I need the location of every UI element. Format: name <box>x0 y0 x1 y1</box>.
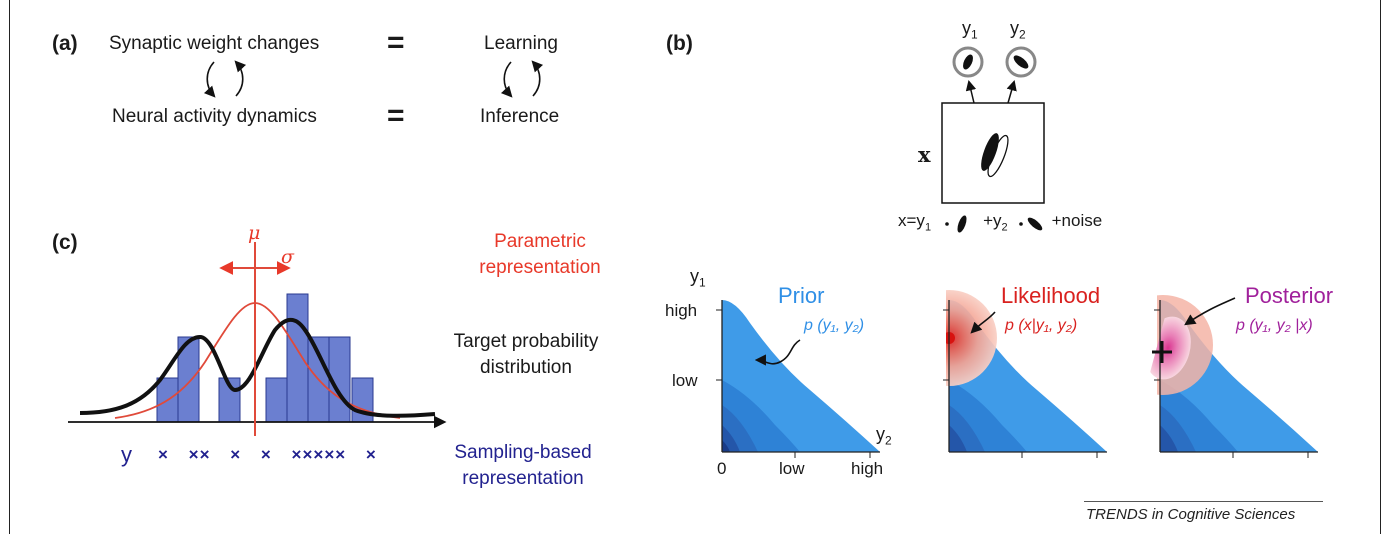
eq-feature-2 <box>1027 217 1043 231</box>
footer-rule <box>1084 501 1323 502</box>
panel-a-arrows <box>203 60 544 98</box>
parametric-line1: Parametric <box>494 231 586 252</box>
posterior-title: Posterior <box>1245 283 1334 308</box>
panel-a-label: (a) <box>52 32 78 55</box>
network-diagram <box>941 46 1045 233</box>
input-x-symbol: x <box>918 142 931 167</box>
eq-feature-1 <box>957 215 967 233</box>
likelihood-formula: p (x|y₁, y₂) <box>1005 317 1078 334</box>
up-arrow-a-right <box>531 60 544 97</box>
tick-zero-x: 0 <box>717 459 727 478</box>
sampling-line1: Sampling-based <box>454 442 592 463</box>
eq-dot-2 <box>1019 222 1023 226</box>
left-frame-border <box>9 0 10 534</box>
synaptic-weight-changes-label: Synaptic weight changes <box>109 33 320 54</box>
y-sample-label: y <box>121 442 132 467</box>
posterior-formula: p (y₁, y₂ |x) <box>1236 317 1313 334</box>
tick-low-y: low <box>672 371 698 390</box>
learning-label: Learning <box>484 33 558 54</box>
sampling-line2: representation <box>462 468 584 489</box>
prior-plot <box>716 300 880 458</box>
posterior-plot <box>1145 295 1318 458</box>
likelihood-plot <box>943 290 1107 458</box>
likelihood-title: Likelihood <box>1001 283 1101 308</box>
panel-c-label: (c) <box>52 231 78 254</box>
neuron-y1-label: y1 <box>962 18 978 42</box>
target-line2: distribution <box>480 357 572 378</box>
generative-model-equation: x=y1+y2+noise <box>898 211 1103 234</box>
neural-activity-dynamics-label: Neural activity dynamics <box>112 106 317 127</box>
parametric-line2: representation <box>479 257 601 278</box>
neuron-y1-feature <box>963 54 973 70</box>
axis-y2-label: y2 <box>876 424 892 448</box>
tick-high-y: high <box>665 301 698 320</box>
neuron-y2-label: y2 <box>1010 18 1026 42</box>
down-arrow-a-left <box>203 61 216 98</box>
target-line1: Target probability <box>453 331 599 352</box>
inference-label: Inference <box>480 106 560 127</box>
mu-symbol: μ <box>248 222 261 244</box>
tick-high-x: high <box>851 459 884 478</box>
panel-c-plot <box>68 242 447 436</box>
equals-sign-bottom: = <box>387 99 405 132</box>
panel-b-label: (b) <box>666 32 693 55</box>
sample-crosses: × ×× × × ××××× × <box>158 445 377 464</box>
prior-title: Prior <box>778 283 825 308</box>
axis-y1-label: y1 <box>690 266 706 290</box>
equals-sign-top: = <box>387 26 405 59</box>
arrow-to-y1 <box>965 79 977 104</box>
input-bar-outline <box>987 134 1009 178</box>
journal-footer: TRENDS in Cognitive Sciences <box>1086 506 1296 523</box>
tick-low-x: low <box>779 459 805 478</box>
eq-dot-1 <box>945 222 949 226</box>
down-arrow-a-right <box>500 61 513 98</box>
neuron-y2-feature <box>1013 55 1029 69</box>
up-arrow-a-left <box>234 60 247 97</box>
prior-formula: p (y₁, y₂) <box>804 317 865 334</box>
arrow-to-y2 <box>1006 79 1017 104</box>
input-bar-filled <box>981 133 999 171</box>
right-frame-border <box>1380 0 1381 534</box>
